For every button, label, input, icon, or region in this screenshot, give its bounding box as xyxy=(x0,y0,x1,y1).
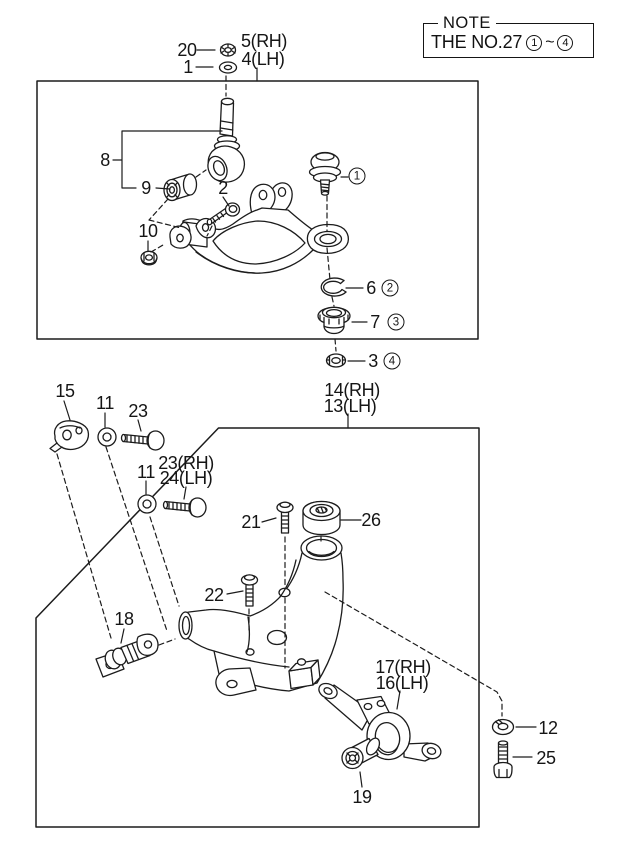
callout-11-a: 11 xyxy=(96,393,114,413)
callout-14-rh: 14(RH) xyxy=(324,380,380,400)
ball-joint-1 xyxy=(308,151,342,196)
callout-22: 22 xyxy=(204,585,224,605)
circled-2-badge: 2 xyxy=(381,279,399,297)
bushing-26 xyxy=(302,500,341,536)
lower-arm-assembly-box xyxy=(35,427,480,828)
callout-13-lh: 13(LH) xyxy=(323,396,377,416)
bracket-15 xyxy=(49,420,90,453)
nut-20 xyxy=(219,43,237,57)
callout-24-lh: 24(LH) xyxy=(159,468,213,488)
bushing-9 xyxy=(163,173,198,202)
circled-3-badge: 3 xyxy=(387,313,405,331)
callout-20: 20 xyxy=(177,40,197,60)
callout-4-lh: 4(LH) xyxy=(241,49,285,69)
note-range-separator: ~ xyxy=(545,33,555,51)
callout-18: 18 xyxy=(114,609,134,629)
callout-19: 19 xyxy=(352,787,372,807)
washer-12 xyxy=(491,718,515,736)
note-title: NOTE xyxy=(438,14,496,33)
callout-23-rh: 23(RH) xyxy=(158,453,214,473)
callout-5-rh: 5(RH) xyxy=(241,31,287,51)
circled-4-badge: 4 xyxy=(383,352,401,370)
note-range-end-badge: 4 xyxy=(557,34,574,51)
callout-8: 8 xyxy=(100,150,110,170)
bushing-19 xyxy=(341,737,381,770)
ball-stud-assembly-8 xyxy=(207,97,246,183)
callout-7: 7 xyxy=(370,312,380,332)
callout-6: 6 xyxy=(366,278,376,298)
washer-11b xyxy=(137,494,157,514)
bolt-2 xyxy=(206,202,241,226)
bolt-23a xyxy=(120,430,165,451)
note-range-start-badge: 1 xyxy=(526,34,543,51)
bolt-23b-24 xyxy=(162,497,207,518)
bolt-22 xyxy=(240,574,259,607)
callout-9: 9 xyxy=(141,178,151,198)
callout-1-washer: 1 xyxy=(183,57,193,77)
callout-15: 15 xyxy=(55,381,75,401)
snap-ring-6 xyxy=(320,277,347,297)
dust-cover-7 xyxy=(317,306,351,335)
note-content: THE NO.27 1 ~ 4 xyxy=(431,32,574,53)
callout-12: 12 xyxy=(538,718,558,738)
callout-23-a: 23 xyxy=(128,401,148,421)
callout-25: 25 xyxy=(536,748,556,768)
upper-control-arm xyxy=(169,182,350,274)
note-box: NOTE THE NO.27 1 ~ 4 xyxy=(423,14,594,58)
callout-2: 2 xyxy=(218,178,228,198)
circled-1-badge: 1 xyxy=(348,167,366,185)
trailing-link-16-17 xyxy=(318,682,442,762)
lower-control-arm xyxy=(178,535,344,697)
washer-11a xyxy=(97,427,117,447)
callout-21: 21 xyxy=(241,512,261,532)
bolt-21 xyxy=(276,501,294,534)
alignment-dashed-lines xyxy=(56,75,503,717)
nut-3 xyxy=(325,353,347,368)
callout-26: 26 xyxy=(361,510,381,530)
callout-3: 3 xyxy=(368,351,378,371)
callout-10: 10 xyxy=(138,221,158,241)
washer-1 xyxy=(218,61,238,74)
nut-10 xyxy=(140,250,158,266)
bolt-25 xyxy=(493,740,513,779)
leader-lines xyxy=(63,49,537,788)
callout-16-lh: 16(LH) xyxy=(375,673,429,693)
callout-17-rh: 17(RH) xyxy=(375,657,431,677)
bushing-18 xyxy=(95,633,159,678)
note-body-text: THE NO.27 xyxy=(431,32,523,52)
callout-11-b: 11 xyxy=(137,462,155,482)
